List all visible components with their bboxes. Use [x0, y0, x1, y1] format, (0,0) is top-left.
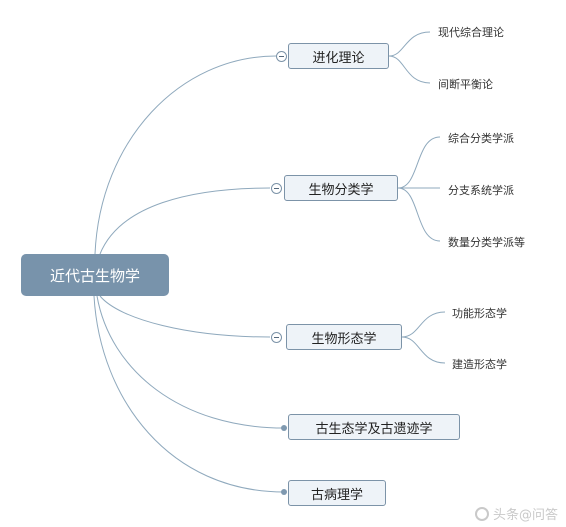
leaf-numerical-taxonomy[interactable]: 数量分类学派等 [448, 236, 525, 249]
connector-root-to-paleopathology [93, 295, 285, 493]
collapse-toggle-taxonomy[interactable] [271, 183, 282, 194]
connector-evolution-to-leaf2 [388, 55, 431, 84]
branch-dot-paleoecology [281, 425, 287, 431]
connector-taxonomy-to-leaf3 [397, 187, 441, 242]
branch-node-evolution[interactable]: 进化理论 [288, 43, 389, 69]
connector-evolution-to-leaf1 [388, 31, 431, 57]
branch-node-taxonomy[interactable]: 生物分类学 [284, 175, 398, 201]
leaf-punctuated-equilibrium[interactable]: 间断平衡论 [438, 78, 493, 91]
toutiao-logo-icon [474, 506, 489, 521]
leaf-cladistics[interactable]: 分支系统学派 [448, 184, 514, 197]
collapse-toggle-morphology[interactable] [271, 332, 282, 343]
branch-node-paleopathology[interactable]: 古病理学 [288, 480, 386, 506]
connector-taxonomy-to-leaf1 [397, 136, 441, 189]
connector-root-to-paleoecology [96, 295, 285, 429]
root-node[interactable]: 近代古生物学 [21, 254, 169, 296]
connector-root-to-evolution [94, 55, 277, 255]
leaf-constructional-morphology[interactable]: 建造形态学 [452, 358, 507, 371]
branch-dot-paleopathology [281, 489, 287, 495]
leaf-functional-morphology[interactable]: 功能形态学 [452, 307, 507, 320]
connector-morphology-to-leaf2 [401, 336, 446, 364]
branch-node-morphology[interactable]: 生物形态学 [286, 324, 402, 350]
leaf-synthetic-taxonomy[interactable]: 综合分类学派 [448, 132, 514, 145]
watermark-text: 头条@问答 [492, 508, 558, 523]
connector-root-to-morphology [99, 295, 271, 338]
connector-root-to-taxonomy [99, 187, 271, 255]
connector-morphology-to-leaf1 [401, 311, 446, 338]
collapse-toggle-evolution[interactable] [276, 51, 287, 62]
branch-node-paleoecology[interactable]: 古生态学及古遗迹学 [288, 414, 460, 440]
leaf-modern-synthesis[interactable]: 现代综合理论 [438, 26, 504, 39]
watermark: 头条@问答 [474, 504, 558, 523]
